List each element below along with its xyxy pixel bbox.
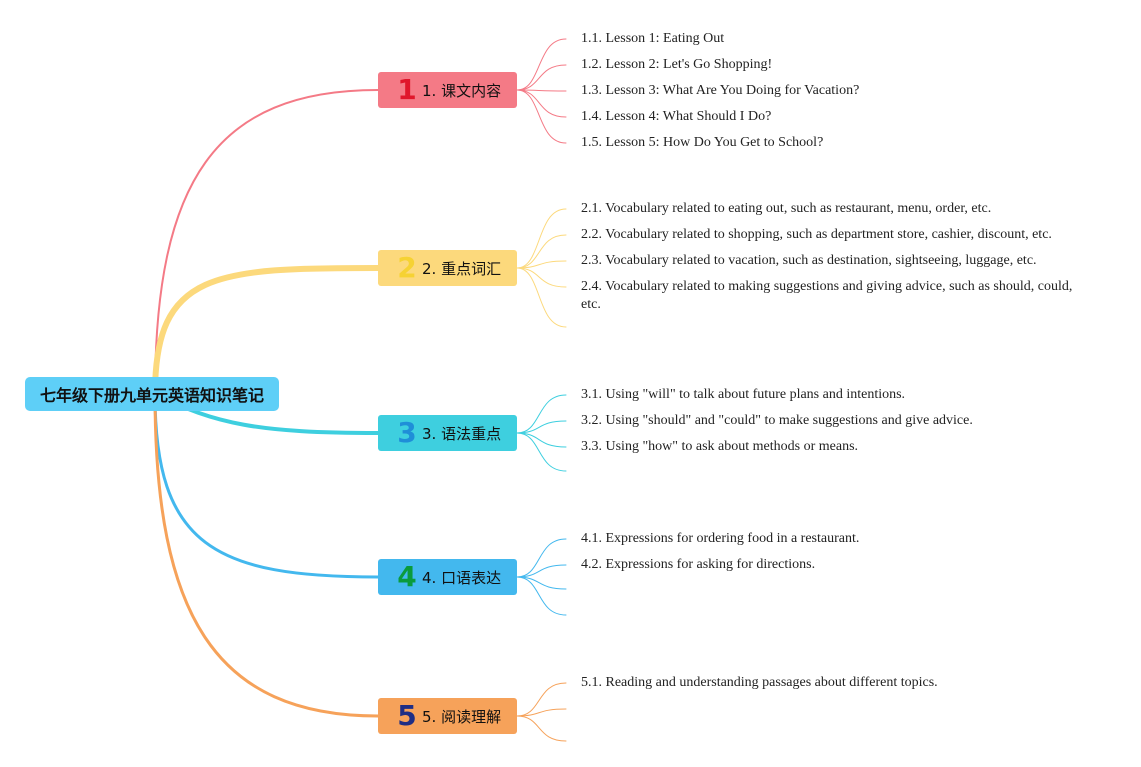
subtopic-4-1[interactable]: 4.1. Expressions for ordering food in a … bbox=[581, 531, 860, 546]
branch-topic-2[interactable]: 2 2. 重点词汇 bbox=[378, 250, 517, 286]
subtopic-connector bbox=[516, 432, 567, 448]
number-5-icon: 5 bbox=[397, 699, 417, 732]
subtopic-connector bbox=[516, 234, 567, 269]
subtopic-connector bbox=[516, 715, 567, 742]
subtopic-3-1[interactable]: 3.1. Using "will" to talk about future p… bbox=[581, 387, 906, 402]
subtopic-1-3[interactable]: 1.3. Lesson 3: What Are You Doing for Va… bbox=[581, 83, 860, 98]
subtopic-connector bbox=[516, 38, 567, 91]
subtopic-connector bbox=[516, 208, 567, 269]
subtopic-5-1[interactable]: 5.1. Reading and understanding passages … bbox=[581, 675, 938, 690]
branch-connector bbox=[153, 392, 380, 579]
subtopic-connector bbox=[516, 576, 567, 616]
subtopic-connector bbox=[516, 576, 567, 590]
branch-connector bbox=[153, 392, 380, 718]
subtopic-connector bbox=[516, 682, 567, 717]
branch-connector bbox=[152, 265, 381, 397]
branch-label: 5. 阅读理解 bbox=[422, 707, 502, 726]
subtopic-connector bbox=[516, 260, 567, 269]
branch-label: 4. 口语表达 bbox=[422, 568, 502, 587]
branch-label: 2. 重点词汇 bbox=[422, 259, 502, 278]
subtopic-2-3[interactable]: 2.3. Vocabulary related to vacation, suc… bbox=[581, 253, 1037, 268]
branch-label: 1. 课文内容 bbox=[422, 81, 502, 100]
subtopic-1-1[interactable]: 1.1. Lesson 1: Eating Out bbox=[581, 31, 725, 46]
subtopic-connector bbox=[516, 708, 567, 717]
number-2-icon: 2 bbox=[397, 251, 417, 284]
branch-topic-1[interactable]: 1 1. 课文内容 bbox=[378, 72, 517, 108]
branch-topic-3[interactable]: 3 3. 语法重点 bbox=[378, 415, 517, 451]
subtopic-4-2[interactable]: 4.2. Expressions for asking for directio… bbox=[581, 557, 816, 572]
branch-connector bbox=[154, 89, 379, 395]
subtopic-connector bbox=[516, 64, 567, 91]
branch-label: 3. 语法重点 bbox=[422, 424, 502, 443]
subtopic-connector bbox=[516, 89, 567, 118]
subtopic-2-1[interactable]: 2.1. Vocabulary related to eating out, s… bbox=[581, 201, 992, 216]
subtopic-connector bbox=[516, 267, 567, 288]
number-3-icon: 3 bbox=[397, 416, 417, 449]
subtopic-connector bbox=[516, 394, 567, 434]
subtopic-1-5[interactable]: 1.5. Lesson 5: How Do You Get to School? bbox=[581, 135, 824, 150]
branch-topic-5[interactable]: 5 5. 阅读理解 bbox=[378, 698, 517, 734]
subtopic-3-3[interactable]: 3.3. Using "how" to ask about methods or… bbox=[581, 439, 859, 454]
subtopic-connector bbox=[516, 564, 567, 578]
subtopic-connector bbox=[516, 538, 567, 578]
subtopic-3-2[interactable]: 3.2. Using "should" and "could" to make … bbox=[581, 413, 973, 428]
subtopic-connector bbox=[516, 420, 567, 434]
subtopic-2-4[interactable]: 2.4. Vocabulary related to making sugges… bbox=[581, 279, 1073, 312]
subtopic-connector bbox=[516, 267, 567, 328]
root-topic[interactable]: 七年级下册九单元英语知识笔记 bbox=[25, 377, 279, 411]
subtopic-connector bbox=[516, 432, 567, 472]
subtopic-1-2[interactable]: 1.2. Lesson 2: Let's Go Shopping! bbox=[581, 57, 773, 72]
number-4-icon: 4 bbox=[397, 560, 417, 593]
subtopic-connector bbox=[516, 89, 567, 144]
branch-topic-4[interactable]: 4 4. 口语表达 bbox=[378, 559, 517, 595]
number-1-icon: 1 bbox=[397, 73, 417, 106]
subtopic-1-4[interactable]: 1.4. Lesson 4: What Should I Do? bbox=[581, 109, 772, 124]
subtopic-2-2[interactable]: 2.2. Vocabulary related to shopping, suc… bbox=[581, 227, 1052, 242]
